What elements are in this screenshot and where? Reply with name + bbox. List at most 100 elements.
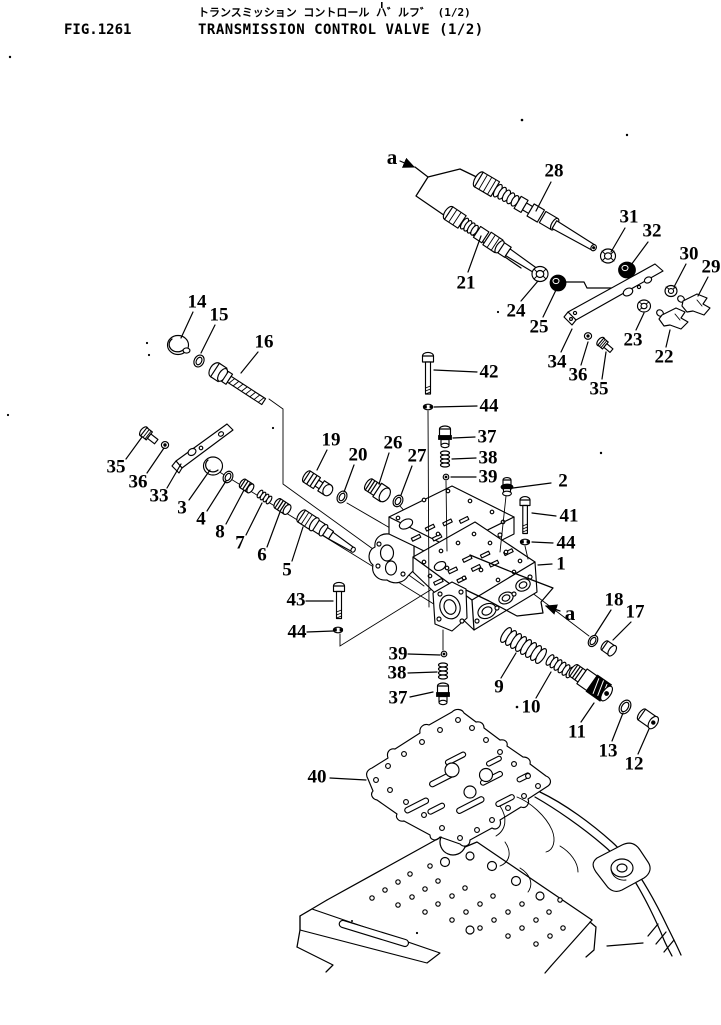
- callout-leader-36: [580, 341, 589, 366]
- callout-leader-2: [512, 482, 552, 489]
- part-callout-39: 39: [479, 467, 498, 488]
- part-callout-12: 12: [625, 754, 644, 775]
- callout-leader-39: [407, 653, 441, 656]
- part-callout-23: 23: [624, 330, 643, 351]
- callout-leader-25: [542, 289, 557, 318]
- part-18-oring: [587, 634, 599, 648]
- part-38-spring-bottom: [437, 662, 449, 680]
- callout-leader-44: [531, 541, 554, 544]
- part-callout-44: 44: [288, 622, 308, 643]
- part-callout-14: 14: [188, 292, 208, 313]
- part-callout-a: a: [387, 145, 398, 169]
- part-31-ring: [599, 248, 617, 264]
- callout-leader-10: [535, 671, 552, 699]
- part-callout-37: 37: [389, 688, 409, 709]
- part-callout-26: 26: [384, 433, 403, 454]
- part-callout-15: 15: [210, 305, 229, 326]
- part-callout-6: 6: [257, 545, 267, 566]
- figure-title-english: TRANSMISSION CONTROL VALVE (1/2): [198, 22, 484, 38]
- part-callout-3: 3: [177, 498, 187, 519]
- section-plane-bottom: [465, 554, 554, 617]
- part-callout-35: 35: [590, 379, 609, 400]
- part-callout-16: 16: [255, 332, 274, 353]
- part-33-plate: [171, 423, 234, 474]
- callout-leader-44: [433, 405, 478, 408]
- part-36-washer-left: [160, 441, 170, 449]
- callout-leader-42: [433, 369, 478, 373]
- part-7-spring: [256, 489, 273, 505]
- part-callout-13: 13: [599, 741, 618, 762]
- part-41-bolt: [519, 496, 531, 535]
- callout-leader-37: [409, 691, 434, 698]
- section-plane-top: [414, 166, 618, 289]
- part-44-washer-right: [519, 538, 531, 546]
- callout-leader-11: [580, 702, 595, 723]
- callout-leader-31: [610, 227, 626, 253]
- callout-leader-28: [535, 181, 552, 212]
- part-14-plug: [166, 334, 191, 356]
- part-callout-1: 1: [556, 554, 566, 575]
- part-callout-39: 39: [389, 644, 408, 665]
- part-13-oring: [618, 699, 632, 715]
- part-callout-41: 41: [560, 506, 579, 527]
- part-1-valve-body: [368, 485, 538, 632]
- part-callout-30: 30: [680, 244, 699, 265]
- part-callout-19: 19: [322, 430, 341, 451]
- part-callout-9: 9: [494, 677, 504, 698]
- callout-leader-20: [343, 464, 355, 493]
- callout-leader-15: [200, 324, 216, 354]
- part-21-spool: [442, 205, 543, 277]
- callout-leader-3: [188, 469, 211, 501]
- part-35-screw-left: [138, 426, 159, 445]
- callout-leader-27: [400, 465, 413, 496]
- part-callout-2: 2: [558, 471, 568, 492]
- callout-leader-40: [329, 777, 367, 781]
- callout-leader-8: [225, 489, 245, 525]
- part-callout-24: 24: [507, 301, 527, 322]
- part-callout-25: 25: [530, 317, 549, 338]
- part-callout-34: 34: [548, 352, 568, 373]
- part-callout-28: 28: [545, 161, 564, 182]
- part-callout-29: 29: [702, 257, 721, 278]
- part-callout-a: a: [565, 601, 576, 625]
- part-callout-27: 27: [408, 446, 428, 467]
- part-19-valve: [301, 470, 334, 497]
- part-callout-18: 18: [605, 590, 624, 611]
- callout-leader-30: [673, 263, 687, 288]
- assembly-axis-lines-over: [427, 410, 529, 651]
- part-5-spool: [296, 509, 356, 553]
- part-callout-32: 32: [643, 221, 662, 242]
- part-callout-33: 33: [150, 486, 169, 507]
- part-callout-4: 4: [196, 509, 206, 530]
- callout-leader-17: [612, 621, 632, 641]
- part-34-plate: [563, 263, 664, 326]
- callout-leader-36: [146, 447, 165, 474]
- part-4-oring: [222, 470, 234, 484]
- part-29-lever: [677, 293, 711, 316]
- part-callout-8: 8: [215, 522, 225, 543]
- part-callout-38: 38: [479, 448, 498, 469]
- part-44-washer-top: [422, 403, 434, 411]
- part-callout-7: 7: [235, 533, 245, 554]
- part-callout-44: 44: [557, 533, 577, 554]
- callout-leader-32: [630, 241, 649, 266]
- part-40-separator-plate: [366, 708, 552, 847]
- callout-leader-21: [467, 235, 482, 273]
- part-17-plug: [600, 640, 618, 657]
- callout-leader-38: [407, 671, 438, 674]
- part-callout-42: 42: [480, 362, 499, 383]
- callout-leader-29: [697, 276, 709, 297]
- part-38-spring-top: [439, 450, 451, 468]
- part-15-oring: [193, 354, 205, 368]
- callout-leader-9: [500, 652, 517, 679]
- figure-number: FIG.1261: [64, 22, 131, 38]
- part-callout-22: 22: [655, 347, 674, 368]
- figure-title-japanese: トランスミッション コントロール ハ゛ルフ゛ (1/2): [198, 5, 471, 19]
- callout-leader-a: [544, 604, 561, 615]
- part-11-valve: [568, 664, 614, 702]
- part-32-ring: [618, 261, 636, 279]
- part-25-ring: [549, 274, 567, 292]
- part-35-screw-right: [596, 336, 614, 353]
- part-callout-20: 20: [349, 445, 368, 466]
- part-callout-44: 44: [480, 396, 500, 417]
